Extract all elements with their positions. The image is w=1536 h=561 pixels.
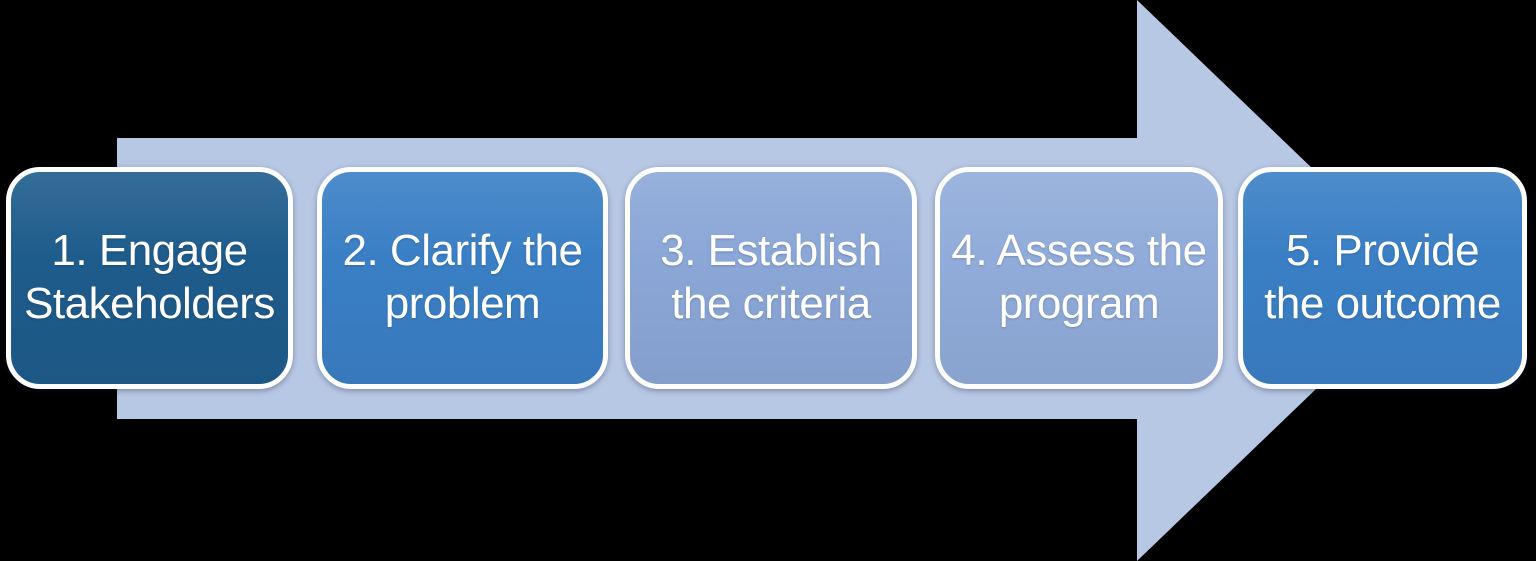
step-box-engage-stakeholders: 1. Engage Stakeholders <box>6 167 293 389</box>
step-box-clarify-problem: 2. Clarify the problem <box>317 167 608 389</box>
step-label: 3. Establish the criteria <box>660 226 882 328</box>
step-box-establish-criteria: 3. Establish the criteria <box>625 167 917 389</box>
step-box-provide-outcome: 5. Provide the outcome <box>1238 167 1527 389</box>
step-label: 2. Clarify the problem <box>342 226 583 328</box>
step-label: 5. Provide the outcome <box>1264 226 1501 328</box>
step-label: 4. Assess the program <box>951 226 1207 328</box>
step-box-assess-program: 4. Assess the program <box>935 167 1223 389</box>
step-label: 1. Engage Stakeholders <box>24 226 275 328</box>
